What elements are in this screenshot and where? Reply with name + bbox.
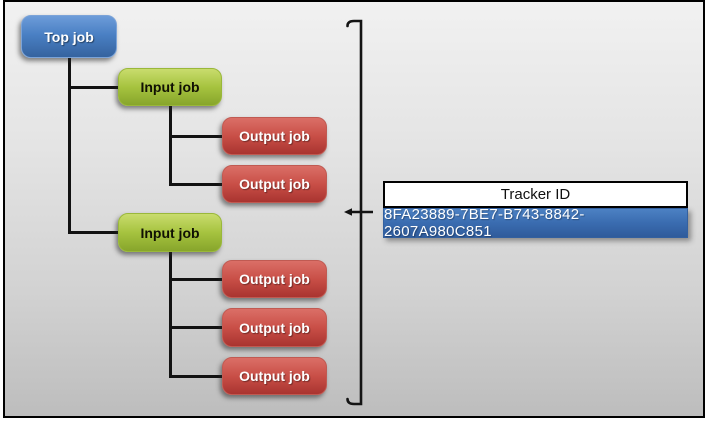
node-output-job-5: Output job (222, 357, 327, 395)
connector-to-output-5 (169, 375, 222, 378)
connector-to-input-1 (68, 86, 118, 89)
connector-to-output-1 (169, 135, 222, 138)
node-top-job: Top job (21, 15, 117, 58)
connector-to-output-2 (169, 183, 222, 186)
node-output-job-2: Output job (222, 165, 327, 203)
tracker-id-header: Tracker ID (383, 181, 688, 208)
node-label: Input job (140, 79, 200, 95)
node-label: Output job (239, 271, 310, 287)
node-label: Top job (44, 28, 94, 45)
node-input-job-2: Input job (118, 213, 222, 252)
node-label: Output job (239, 176, 310, 192)
node-label: Output job (239, 319, 310, 336)
node-input-job-1: Input job (118, 68, 222, 106)
connector-to-output-4 (169, 326, 222, 329)
tracker-id-value: 8FA23889-7BE7-B743-8842-2607A980C851 (383, 206, 688, 240)
connector-topjob-vertical (68, 58, 71, 234)
node-label: Output job (239, 128, 310, 144)
node-label: Output job (239, 368, 310, 384)
node-output-job-4: Output job (222, 308, 327, 347)
node-label: Input job (140, 224, 200, 241)
connector-to-input-2 (68, 231, 118, 234)
node-output-job-3: Output job (222, 260, 327, 298)
connector-to-output-3 (169, 278, 222, 281)
connector-input1-vertical (169, 106, 172, 186)
connector-input2-vertical (169, 252, 172, 378)
node-output-job-1: Output job (222, 117, 327, 155)
curly-brace-icon (344, 19, 373, 406)
